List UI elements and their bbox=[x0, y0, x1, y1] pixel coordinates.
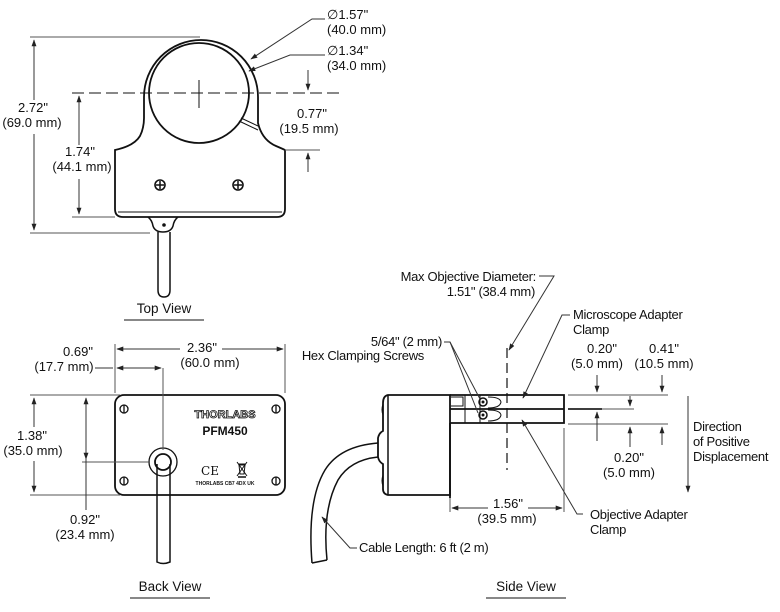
top-view-body bbox=[114, 39, 286, 218]
weee-bin-icon bbox=[236, 461, 248, 478]
dim-label: (69.0 mm) bbox=[2, 115, 61, 130]
side-view-cable bbox=[310, 442, 379, 564]
view-title-back: Back View bbox=[139, 579, 202, 594]
dim-label: 2.72" bbox=[18, 100, 48, 115]
address-marking: THORLABS CB7 4DX UK bbox=[196, 481, 255, 487]
hex-screw-icon bbox=[478, 396, 502, 409]
callout-cable-length: Cable Length: 6 ft (2 m) bbox=[359, 540, 488, 555]
dim-label: (44.1 mm) bbox=[52, 159, 111, 174]
dim-label: (39.5 mm) bbox=[477, 511, 536, 526]
back-view: THORLABS PFM450 CE THORLABS CB7 4DX UK 2… bbox=[2, 340, 286, 599]
callout-hex-screws: 5/64" (2 mm) bbox=[371, 334, 442, 349]
dim-label: ∅1.57" bbox=[327, 7, 369, 22]
screw-icon bbox=[154, 179, 166, 191]
dim-label: 0.69" bbox=[63, 344, 93, 359]
screw-icon bbox=[271, 476, 281, 486]
screw-icon bbox=[232, 179, 244, 191]
dim-label: (5.0 mm) bbox=[603, 465, 655, 480]
dim-label: 1.56" bbox=[493, 496, 523, 511]
svg-text:Clamp: Clamp bbox=[590, 522, 626, 537]
top-view-slit bbox=[238, 120, 259, 131]
dim-label: (19.5 mm) bbox=[279, 121, 338, 136]
callout-max-objective: Max Objective Diameter: bbox=[401, 269, 536, 284]
svg-text:Hex Clamping Screws: Hex Clamping Screws bbox=[302, 348, 425, 363]
cable-grommet bbox=[148, 447, 178, 477]
dim-label: 1.38" bbox=[17, 428, 47, 443]
dim-label: 0.41" bbox=[649, 341, 679, 356]
dim-label: 2.36" bbox=[187, 340, 217, 355]
top-view: 2.72" (69.0 mm) 1.74" (44.1 mm) 0.77" (1… bbox=[2, 7, 386, 321]
svg-text:of Positive: of Positive bbox=[693, 434, 750, 449]
dim-label: (35.0 mm) bbox=[3, 443, 62, 458]
screw-icon bbox=[119, 404, 129, 414]
dim-label: 0.77" bbox=[297, 106, 327, 121]
dim-label: (17.7 mm) bbox=[34, 359, 93, 374]
dim-label: ∅1.34" bbox=[327, 43, 369, 58]
svg-text:Clamp: Clamp bbox=[573, 322, 609, 337]
dim-label: (40.0 mm) bbox=[327, 22, 386, 37]
svg-text:Displacement: Displacement bbox=[693, 449, 769, 464]
ce-mark: CE bbox=[201, 464, 219, 478]
dim-label: (60.0 mm) bbox=[180, 355, 239, 370]
view-title-top: Top View bbox=[137, 301, 192, 316]
dim-label: (34.0 mm) bbox=[327, 58, 386, 73]
side-view: 0.20" (5.0 mm) 0.41" (10.5 mm) 0.20" (5.… bbox=[302, 269, 769, 599]
dim-label: (10.5 mm) bbox=[634, 356, 693, 371]
callout-microscope-clamp: Microscope Adapter bbox=[573, 307, 683, 322]
dim-label: (5.0 mm) bbox=[571, 356, 623, 371]
screw-icon bbox=[271, 404, 281, 414]
dim-label: 1.74" bbox=[65, 144, 95, 159]
side-housing bbox=[377, 394, 451, 496]
model-label: PFM450 bbox=[202, 424, 248, 438]
dim-label: 0.20" bbox=[587, 341, 617, 356]
top-view-cable bbox=[157, 232, 171, 298]
brand-logo: THORLABS bbox=[194, 409, 255, 421]
back-plate bbox=[114, 394, 286, 496]
direction-label: Direction bbox=[693, 419, 742, 434]
dim-label: (23.4 mm) bbox=[55, 527, 114, 542]
dim-label: 0.20" bbox=[614, 450, 644, 465]
back-view-cable bbox=[156, 464, 171, 565]
view-title-side: Side View bbox=[496, 579, 556, 594]
cable-boss bbox=[147, 216, 179, 233]
dim-label: 0.92" bbox=[70, 512, 100, 527]
screw-icon bbox=[119, 476, 129, 486]
callout-objective-clamp: Objective Adapter bbox=[590, 507, 688, 522]
hex-screw-icon bbox=[478, 409, 502, 422]
svg-text:1.51" (38.4 mm): 1.51" (38.4 mm) bbox=[447, 284, 535, 299]
